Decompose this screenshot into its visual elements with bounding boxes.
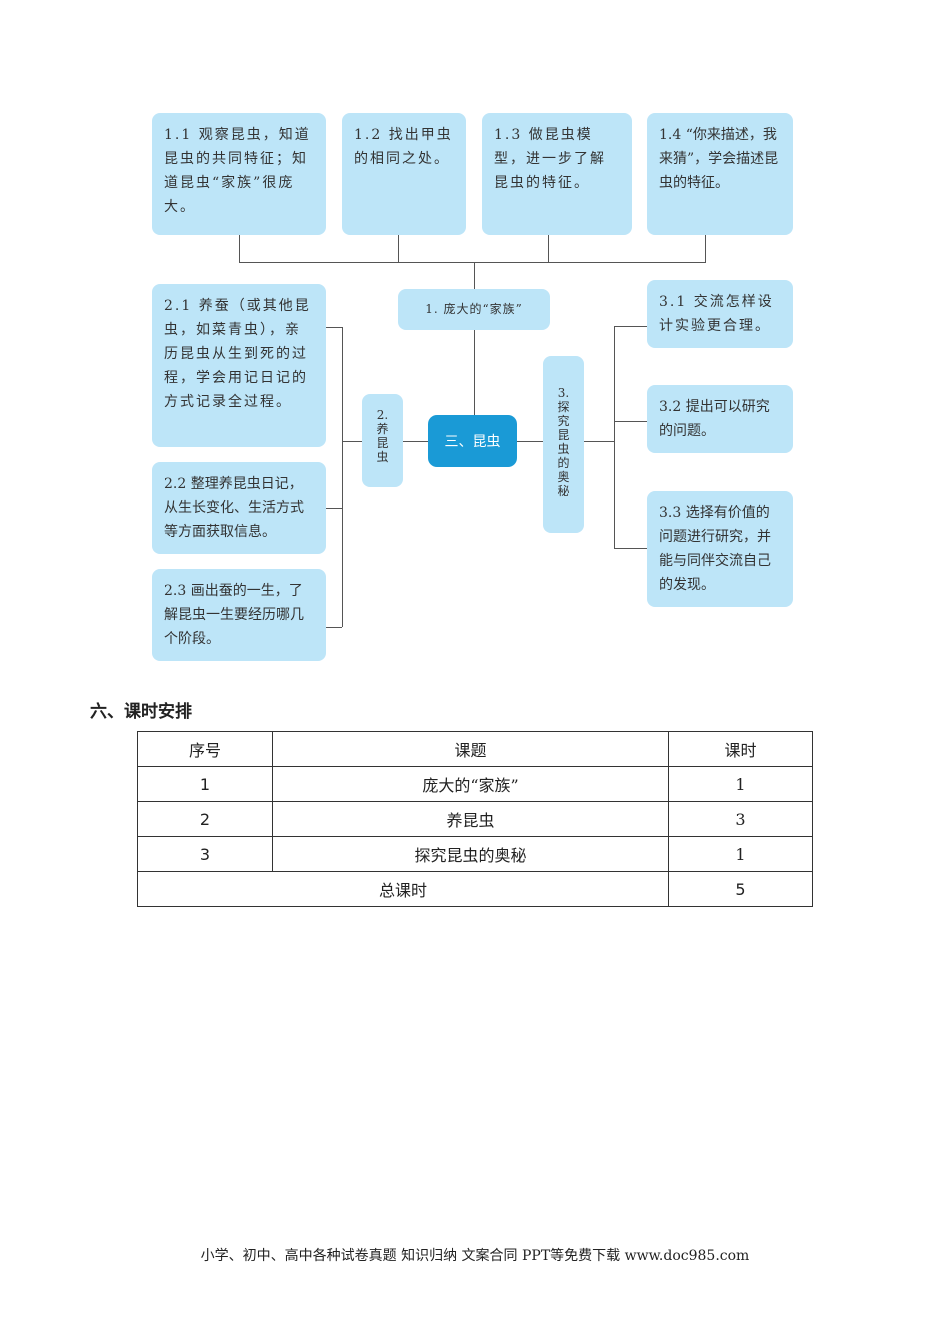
node-1-3: 1.3 做昆虫模型，进一步了解昆虫的特征。 bbox=[482, 113, 632, 235]
header-cell: 课时 bbox=[668, 731, 813, 767]
table-row: 1 庞大的“家族” 1 bbox=[137, 766, 813, 802]
cell: 养昆虫 bbox=[272, 801, 669, 837]
branch-3-label: 3.探究昆虫的奥秘 bbox=[543, 356, 584, 533]
cell: 1 bbox=[668, 836, 813, 872]
node-2-1: 2.1 养蚕（或其他昆虫，如菜青虫），亲历昆虫从生到死的过程，学会用记日记的方式… bbox=[152, 284, 326, 447]
cell: 1 bbox=[668, 766, 813, 802]
cell: 3 bbox=[137, 836, 273, 872]
node-3-1: 3.1 交流怎样设计实验更合理。 bbox=[647, 280, 793, 348]
node-2-2: 2.2 整理养昆虫日记，从生长变化、生活方式等方面获取信息。 bbox=[152, 462, 326, 554]
header-cell: 序号 bbox=[137, 731, 273, 767]
section-title: 六、课时安排 bbox=[90, 702, 192, 722]
total-row: 总课时 5 bbox=[137, 871, 813, 907]
cell: 1 bbox=[137, 766, 273, 802]
cell: 2 bbox=[137, 801, 273, 837]
center-node: 三、昆虫 bbox=[428, 415, 517, 467]
cell: 探究昆虫的奥秘 bbox=[272, 836, 669, 872]
cell: 3 bbox=[668, 801, 813, 837]
cell: 庞大的“家族” bbox=[272, 766, 669, 802]
node-1-1: 1.1 观察昆虫，知道昆虫的共同特征；知道昆虫“家族”很庞大。 bbox=[152, 113, 326, 235]
header-cell: 课题 bbox=[272, 731, 669, 767]
branch-3-text: 3.探究昆虫的奥秘 bbox=[557, 386, 570, 498]
node-1-2: 1.2 找出甲虫的相同之处。 bbox=[342, 113, 466, 235]
node-3-3: 3.3 选择有价值的问题进行研究，并能与同伴交流自己的发现。 bbox=[647, 491, 793, 607]
branch-2-text: 2.养昆虫 bbox=[376, 408, 389, 464]
total-label: 总课时 bbox=[137, 871, 669, 907]
schedule-table: 序号 课题 课时 1 庞大的“家族” 1 2 养昆虫 3 3 探究昆虫的奥秘 1… bbox=[137, 731, 813, 907]
table-row: 2 养昆虫 3 bbox=[137, 801, 813, 837]
table-header: 序号 课题 课时 bbox=[137, 731, 813, 767]
node-3-2: 3.2 提出可以研究的问题。 bbox=[647, 385, 793, 453]
table-row: 3 探究昆虫的奥秘 1 bbox=[137, 836, 813, 872]
branch-2-label: 2.养昆虫 bbox=[362, 394, 403, 487]
node-1-4: 1.4 “你来描述，我来猜”，学会描述昆虫的特征。 bbox=[647, 113, 793, 235]
branch-1-label: 1. 庞大的“家族” bbox=[398, 289, 550, 330]
total-value: 5 bbox=[668, 871, 813, 907]
footer: 小学、初中、高中各种试卷真题 知识归纳 文案合同 PPT等免费下载 www.do… bbox=[200, 1248, 750, 1264]
node-2-3: 2.3 画出蚕的一生，了解昆虫一生要经历哪几个阶段。 bbox=[152, 569, 326, 661]
